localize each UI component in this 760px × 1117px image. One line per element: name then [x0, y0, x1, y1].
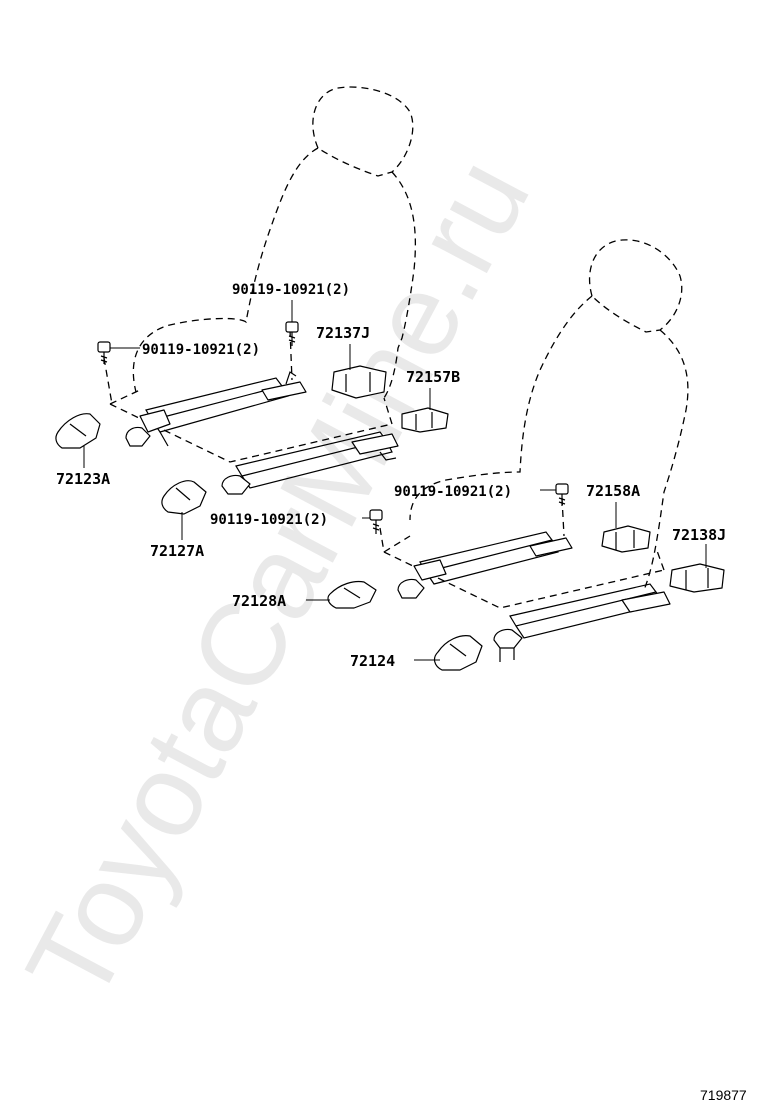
bolt-icon — [97, 341, 111, 364]
label-72138j: 72138J — [672, 526, 726, 544]
part-72123a-icon — [55, 413, 101, 449]
watermark-text: ToyotaCarMine.ru — [1, 138, 555, 1022]
part-72128a-icon — [327, 580, 377, 609]
bolt-icon — [369, 509, 383, 534]
label-72127a: 72127A — [150, 542, 204, 560]
right-seat-rails — [397, 531, 671, 662]
part-72157b-icon — [401, 407, 449, 433]
leader-lines — [83, 300, 707, 661]
left-seat-rails — [125, 371, 399, 495]
label-bolt-left-side: 90119-10921(2) — [142, 342, 260, 358]
part-72138j-icon — [669, 563, 725, 593]
label-72124: 72124 — [350, 652, 395, 670]
part-72127a-icon — [161, 480, 207, 515]
part-72137j-icon — [331, 365, 387, 399]
label-72128a: 72128A — [232, 592, 286, 610]
label-bolt-right-mid: 90119-10921(2) — [210, 512, 328, 528]
label-bolt-right-top: 90119-10921(2) — [394, 484, 512, 500]
label-72137j: 72137J — [316, 324, 370, 342]
part-72124-icon — [433, 635, 483, 671]
bolt-icon — [285, 321, 299, 346]
part-72158a-icon — [601, 525, 651, 553]
label-bolt-left-top: 90119-10921(2) — [232, 282, 350, 298]
bolt-icon — [555, 483, 569, 506]
figure-number: 719877 — [700, 1087, 747, 1103]
label-72123a: 72123A — [56, 470, 110, 488]
label-72158a: 72158A — [586, 482, 640, 500]
label-72157b: 72157B — [406, 368, 460, 386]
left-seat-outline — [103, 86, 416, 463]
